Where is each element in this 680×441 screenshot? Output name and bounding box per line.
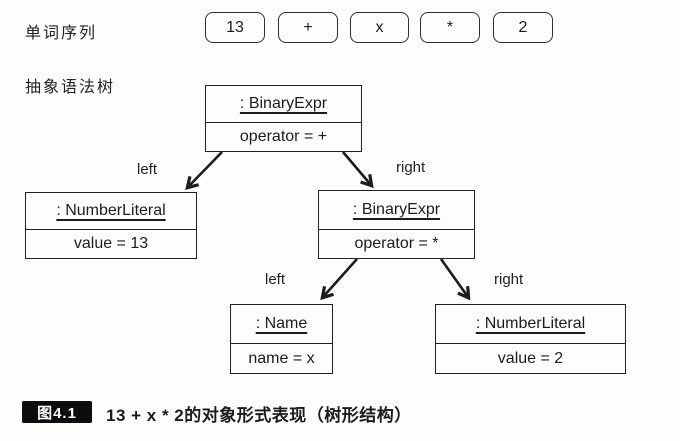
node-attribute: operator = + bbox=[239, 128, 328, 145]
token-box-star: * bbox=[420, 12, 480, 43]
node-title: : NumberLiteral bbox=[436, 305, 625, 344]
object-name: : BinaryExpr bbox=[239, 95, 328, 112]
node-title: : BinaryExpr bbox=[319, 191, 474, 230]
edge-arrow-root-right bbox=[342, 151, 374, 189]
object-name: : NumberLiteral bbox=[475, 315, 586, 332]
node-title: : BinaryExpr bbox=[206, 86, 361, 123]
token-sequence-label: 单词序列 bbox=[25, 25, 98, 42]
figure-number-badge: 图4.1 bbox=[22, 401, 92, 423]
figure-caption-text: 13 + x * 2的对象形式表现（树形结构） bbox=[106, 406, 412, 425]
object-name: : BinaryExpr bbox=[352, 201, 441, 218]
object-name: : NumberLiteral bbox=[56, 202, 166, 219]
node-title: : NumberLiteral bbox=[26, 193, 196, 230]
ast-node-numberliteral-2: : NumberLiteral value = 2 bbox=[435, 304, 626, 374]
node-attribute: name = x bbox=[248, 349, 315, 367]
token-box-2: 2 bbox=[493, 12, 553, 43]
edge-arrow-be2-right bbox=[439, 258, 471, 301]
edge-label-right: right bbox=[396, 159, 426, 176]
ast-node-name-x: : Name name = x bbox=[230, 304, 333, 374]
edge-arrow-root-left bbox=[185, 151, 223, 190]
edge-label-right: right bbox=[494, 271, 524, 288]
ast-node-binaryexpr-star: : BinaryExpr operator = * bbox=[318, 190, 475, 259]
node-title: : Name bbox=[231, 305, 332, 344]
edge-label-left: left bbox=[265, 271, 286, 288]
edge-arrow-be2-left bbox=[320, 258, 358, 301]
object-name: : Name bbox=[255, 315, 308, 332]
token-box-x: x bbox=[350, 12, 409, 43]
ast-node-numberliteral-13: : NumberLiteral value = 13 bbox=[25, 192, 197, 259]
node-attribute: operator = * bbox=[354, 235, 439, 252]
ast-node-binaryexpr-plus: : BinaryExpr operator = + bbox=[205, 85, 362, 152]
node-attribute: value = 13 bbox=[73, 235, 149, 252]
node-attribute: value = 2 bbox=[497, 349, 564, 367]
token-box-plus: + bbox=[278, 12, 338, 43]
edge-label-left: left bbox=[137, 161, 158, 178]
token-box-13: 13 bbox=[205, 12, 265, 43]
ast-section-label: 抽象语法树 bbox=[25, 79, 116, 96]
